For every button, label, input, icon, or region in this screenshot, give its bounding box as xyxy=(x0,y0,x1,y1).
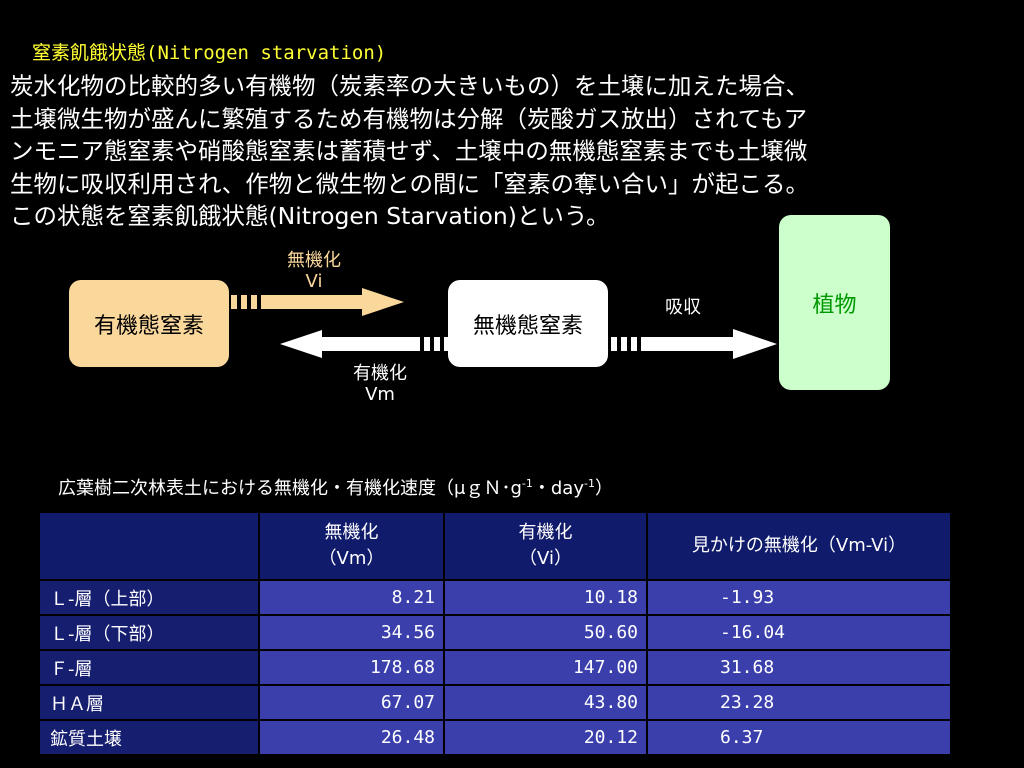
row-label: Ｆ-層 xyxy=(38,649,260,686)
caption-mid: ・day xyxy=(532,478,584,499)
vi-cell: 43.80 xyxy=(443,684,648,721)
row-label: Ｌ-層（上部） xyxy=(38,579,260,616)
vm-cell: 67.07 xyxy=(258,684,445,721)
vi-cell: 50.60 xyxy=(443,614,648,651)
organic-nitrogen-box: 有機態窒素 xyxy=(69,280,229,367)
vm-cell: 26.48 xyxy=(258,719,445,756)
apparent-cell: -1.93 xyxy=(646,579,952,616)
body-line: 炭水化物の比較的多い有機物（炭素率の大きいもの）を土壌に加えた場合、 xyxy=(10,72,809,100)
inorganic-nitrogen-box: 無機態窒素 xyxy=(448,280,608,367)
uptake-arrow xyxy=(611,329,777,359)
mineralization-arrow xyxy=(231,288,404,316)
caption-end: ） xyxy=(594,478,613,499)
table-row: Ｌ-層（上部） 8.21 10.18 -1.93 xyxy=(38,579,952,616)
caption-exponent: -1 xyxy=(583,477,595,490)
body-line: ンモニア態窒素や硝酸態窒素は蓄積せず、土壌中の無機態窒素までも土壌微 xyxy=(10,137,808,165)
apparent-cell: 31.68 xyxy=(646,649,952,686)
immobilization-symbol: Vm xyxy=(365,384,395,405)
body-line: この状態を窒素飢餓状態(Nitrogen Starvation)という。 xyxy=(10,202,610,230)
uptake-label: 吸収 xyxy=(665,297,701,318)
header-line: 無機化 xyxy=(324,522,379,543)
apparent-cell: 23.28 xyxy=(646,684,952,721)
caption-exponent: -1 xyxy=(521,477,533,490)
header-cell-vm: 無機化 （Vm） xyxy=(258,511,445,581)
apparent-cell: 6.37 xyxy=(646,719,952,756)
slide-title: 窒素飢餓状態(Nitrogen starvation) xyxy=(32,42,387,64)
vm-cell: 8.21 xyxy=(258,579,445,616)
mineralization-symbol: Vi xyxy=(305,271,323,292)
header-line: 有機化 xyxy=(518,522,573,543)
immobilization-label: 有機化 Vm xyxy=(334,363,426,405)
body-line: 生物に吸収利用され、作物と微生物との間に「窒素の奪い合い」が起こる。 xyxy=(10,169,809,198)
body-line: 土壌微生物が盛んに繁殖するため有機物は分解（炭酸ガス放出）されてもア xyxy=(10,104,808,133)
header-cell-vi: 有機化 （Vi） xyxy=(443,511,648,581)
vm-cell: 178.68 xyxy=(258,649,445,686)
header-line: 見かけの無機化（Vm-Vi） xyxy=(691,535,907,556)
table-caption: 広葉樹二次林表土における無機化・有機化速度（μｇＮ･g-1・day-1） xyxy=(58,474,613,500)
table-row: ＨＡ層 67.07 43.80 23.28 xyxy=(38,684,952,721)
table-row: 鉱質土壌 26.48 20.12 6.37 xyxy=(38,719,952,756)
row-label: ＨＡ層 xyxy=(38,684,260,721)
caption-main: 広葉樹二次林表土における無機化・有機化速度（μｇＮ･g xyxy=(58,478,522,499)
header-cell-apparent: 見かけの無機化（Vm-Vi） xyxy=(646,511,952,581)
table-header-row: 無機化 （Vm） 有機化 （Vi） 見かけの無機化（Vm-Vi） xyxy=(38,511,952,581)
immobilization-text: 有機化 xyxy=(353,363,407,384)
vi-cell: 20.12 xyxy=(443,719,648,756)
mineralization-label: 無機化 Vi xyxy=(268,250,360,292)
row-label: 鉱質土壌 xyxy=(38,719,260,756)
vi-cell: 10.18 xyxy=(443,579,648,616)
row-label: Ｌ-層（下部） xyxy=(38,614,260,651)
rate-table: 無機化 （Vm） 有機化 （Vi） 見かけの無機化（Vm-Vi） Ｌ-層（上部）… xyxy=(38,511,952,756)
apparent-cell: -16.04 xyxy=(646,614,952,651)
immobilization-arrow xyxy=(280,330,448,358)
body-paragraph: 炭水化物の比較的多い有機物（炭素率の大きいもの）を土壌に加えた場合、 土壌微生物… xyxy=(10,70,1000,233)
table-row: Ｌ-層（下部） 34.56 50.60 -16.04 xyxy=(38,614,952,651)
header-line: （Vi） xyxy=(519,548,572,569)
header-line: （Vm） xyxy=(318,548,385,569)
header-cell-empty xyxy=(38,511,260,581)
mineralization-text: 無機化 xyxy=(287,250,341,271)
vi-cell: 147.00 xyxy=(443,649,648,686)
plant-box: 植物 xyxy=(779,215,890,390)
table-row: Ｆ-層 178.68 147.00 31.68 xyxy=(38,649,952,686)
vm-cell: 34.56 xyxy=(258,614,445,651)
